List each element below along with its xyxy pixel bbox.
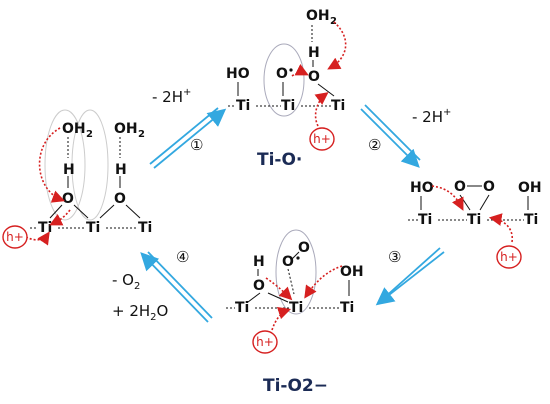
step-4-label-o2: - O2 (112, 271, 140, 292)
ho-label: HO (410, 180, 434, 196)
radical-dot (296, 256, 300, 260)
step-labels: ① ② ③ ④ - 2H+ - 2H+ - O2 + 2H2O (112, 87, 451, 323)
cycle-arrows (140, 104, 445, 323)
subscript: 2 (86, 129, 93, 140)
electron-arrow (49, 209, 71, 226)
hole-label: h+ (313, 132, 331, 146)
structure-left: OH 2 OH 2 H H O O Ti Ti Ti h+ (2, 109, 152, 249)
step-number-4: ④ (176, 248, 189, 266)
hole-circle (496, 245, 522, 269)
oh-label: OH (518, 180, 542, 196)
h-atom: H (308, 45, 320, 61)
hole-circle (2, 225, 28, 249)
step-number-3: ③ (388, 248, 401, 266)
ti-atom: Ti (235, 300, 249, 316)
o-atom: O (253, 278, 265, 294)
ti-atom: Ti (340, 300, 354, 316)
ti-atom: Ti (467, 212, 481, 228)
subscript: 2 (330, 16, 337, 27)
structure-right: HO O O OH Ti Ti Ti h+ (408, 179, 542, 269)
electron-arrow (327, 21, 347, 70)
step-number-1: ① (190, 136, 203, 154)
o-atom: O (62, 191, 74, 207)
structure-bottom: H O O O OH Ti Ti Ti h+ Ti-O2− (226, 229, 364, 396)
intermediate-label-top: Ti-O· (257, 150, 302, 170)
ti-atom: Ti (86, 220, 100, 236)
radical-dot (289, 68, 293, 72)
h-atom: H (115, 162, 127, 178)
o-atom: O (114, 191, 126, 207)
hole-label: h+ (256, 335, 274, 349)
step-number-2: ② (368, 136, 381, 154)
oh2-label: OH (306, 8, 330, 24)
hole-circle (309, 127, 335, 151)
oh-label: OH (340, 264, 364, 280)
step-1-label: - 2H+ (152, 87, 191, 106)
o-atom: O (308, 69, 320, 85)
step-2-label: - 2H+ (412, 107, 451, 126)
structure-top: OH 2 H HO O O Ti Ti Ti h+ Ti-O· (226, 8, 347, 170)
h-atom: H (63, 162, 75, 178)
oh2-label: OH (114, 121, 138, 137)
electron-arrow (291, 63, 309, 77)
bond (73, 204, 89, 219)
coordination-bond (287, 268, 295, 295)
o-atom: O (454, 179, 466, 195)
hole-label: h+ (6, 230, 24, 244)
highlight-ellipse (71, 109, 109, 221)
ti-atom: Ti (331, 98, 345, 114)
intermediate-label-bottom: Ti-O2− (263, 376, 328, 396)
ho-label: HO (226, 66, 250, 82)
ti-atom: Ti (418, 212, 432, 228)
highlight-ellipse (44, 109, 86, 221)
highlight-ellipse (263, 43, 305, 117)
electron-arrow (488, 213, 514, 243)
bond (125, 204, 141, 219)
bond (459, 194, 471, 211)
o-atom: O (282, 254, 294, 270)
hole-label: h+ (500, 250, 518, 264)
o-atom: O (483, 179, 495, 195)
electron-arrow (25, 231, 50, 246)
electron-arrow (38, 127, 65, 203)
bond (317, 83, 335, 97)
oh2-label: OH (62, 121, 86, 137)
o-radical: O (276, 66, 288, 82)
electron-arrow (265, 277, 293, 301)
arrow-step-1 (149, 107, 219, 165)
subscript: 2 (138, 129, 145, 140)
h-atom: H (253, 254, 265, 270)
ti-atom: Ti (524, 212, 538, 228)
ti-atom: Ti (38, 220, 52, 236)
electron-arrow (431, 185, 464, 211)
ti-atom: Ti (289, 300, 303, 316)
electron-arrow (271, 306, 292, 331)
hole-circle (252, 330, 278, 354)
bond (247, 292, 261, 303)
electron-arrow (304, 265, 343, 299)
step-4-label-water: + 2H2O (112, 302, 168, 323)
bond (479, 194, 490, 211)
ti-atom: Ti (236, 98, 250, 114)
o-atom: O (298, 240, 310, 256)
ti-atom: Ti (138, 220, 152, 236)
bond (291, 251, 300, 260)
bond (99, 204, 115, 219)
bond (267, 292, 289, 303)
ti-atom: Ti (281, 98, 295, 114)
electron-arrow (314, 92, 329, 127)
highlight-ellipse (275, 229, 317, 315)
